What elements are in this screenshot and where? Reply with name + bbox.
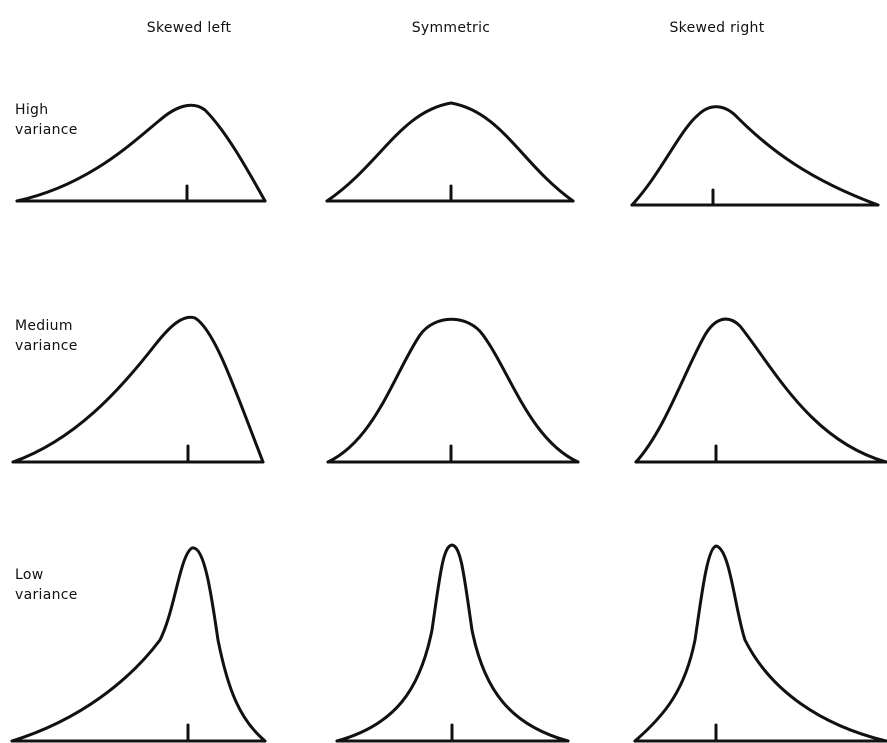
distribution-curve xyxy=(634,317,887,464)
row-label-line1: High xyxy=(15,102,49,118)
row-label-line2: variance xyxy=(15,338,78,354)
distribution-curve xyxy=(15,103,267,203)
panel-skewed-left-medium-variance xyxy=(11,315,265,464)
distribution-curve xyxy=(326,317,580,464)
distribution-curve xyxy=(325,101,575,203)
column-header-skewed-left: Skewed left xyxy=(146,20,232,36)
row-label-medium-variance: Medium variance xyxy=(15,316,78,356)
column-header-symmetric: Symmetric xyxy=(411,20,491,36)
column-header-skewed-right: Skewed right xyxy=(669,20,765,36)
panel-skewed-left-high-variance xyxy=(15,103,267,203)
distribution-curve xyxy=(11,315,265,464)
panel-skewed-right-low-variance xyxy=(633,544,887,743)
distribution-curve xyxy=(633,544,887,743)
panel-symmetric-medium-variance xyxy=(326,317,580,464)
panel-symmetric-high-variance xyxy=(325,101,575,203)
row-label-line2: variance xyxy=(15,587,78,603)
row-label-line1: Medium xyxy=(15,318,73,334)
row-label-high-variance: High variance xyxy=(15,100,78,140)
row-label-line1: Low xyxy=(15,567,44,583)
distribution-curve xyxy=(10,546,267,743)
panel-skewed-right-high-variance xyxy=(630,105,880,207)
row-label-line2: variance xyxy=(15,122,78,138)
distribution-curve xyxy=(630,105,880,207)
row-label-low-variance: Low variance xyxy=(15,565,78,605)
panel-skewed-left-low-variance xyxy=(10,546,267,743)
distribution-curve xyxy=(335,543,570,743)
panel-symmetric-low-variance xyxy=(335,543,570,743)
panel-skewed-right-medium-variance xyxy=(634,317,887,464)
